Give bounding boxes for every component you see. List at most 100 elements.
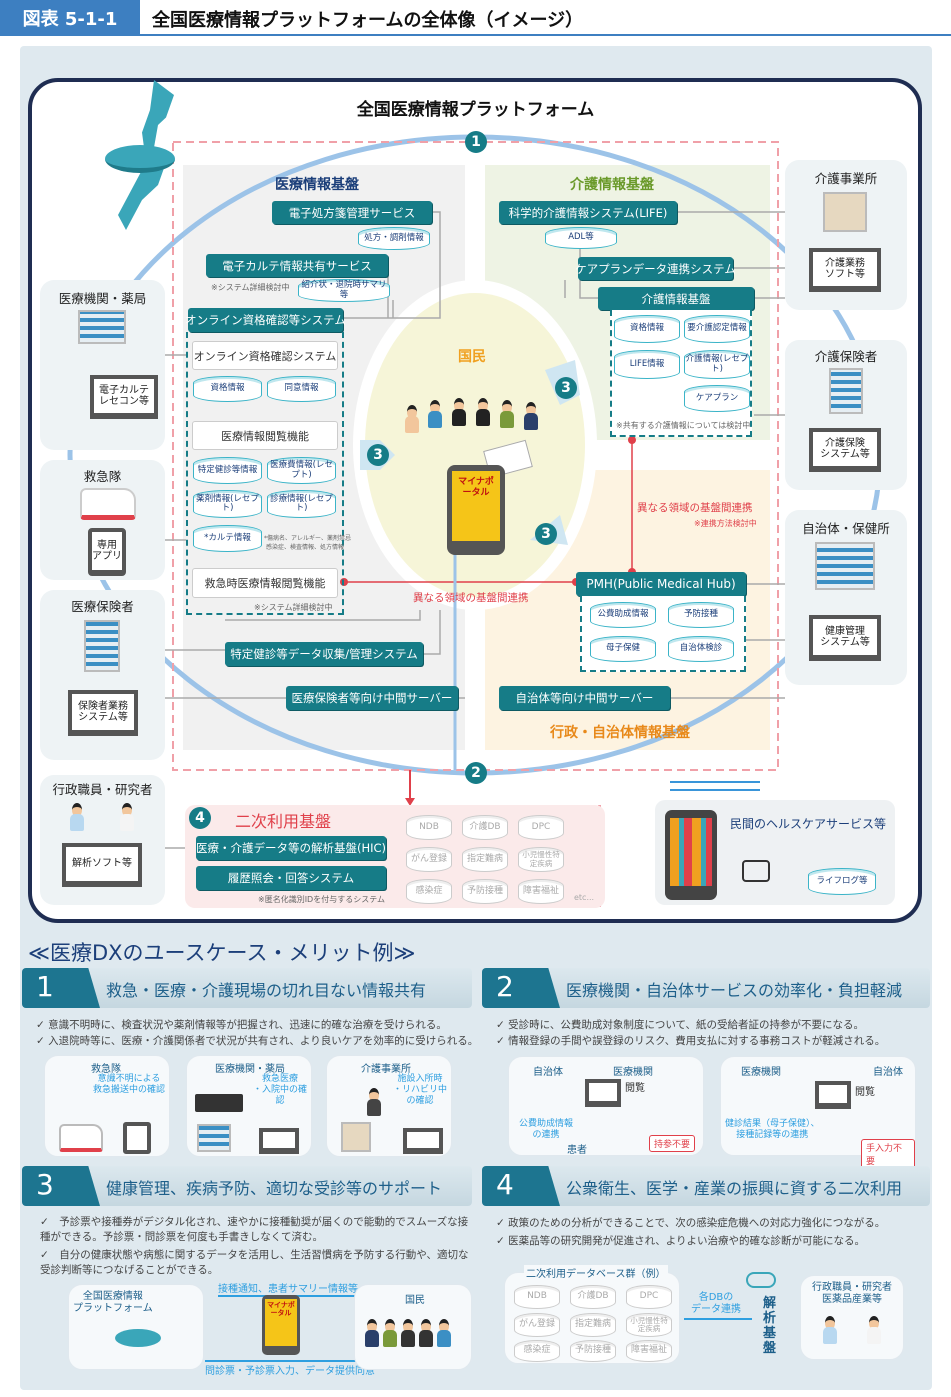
online-qualification-system: オンライン資格確認等システム (185, 308, 346, 332)
link-label-vertical: 異なる領域の基盤間連携 (637, 502, 753, 514)
db-clinical: 診療情報(レセプト) (267, 490, 336, 518)
db-care: 介護DB (462, 815, 508, 840)
number-4-badge: 4 (189, 807, 211, 829)
usecase-2-card-subsidy: 自治体医療機関閲覧公費助成情報 の連携患者持参不要 (508, 1056, 704, 1156)
care-facility-icon (823, 192, 867, 232)
entity-label: 行政職員・研究者 (52, 782, 153, 797)
card-text: 施設入所時 ・リハビリ中の確認 (392, 1074, 447, 1106)
citizen-icon (383, 1319, 397, 1347)
usecase-1-card-hospital: 医療機関・薬局救急医療 ・入院中の確認 (186, 1055, 312, 1157)
db-care-qualification: 資格情報 (614, 315, 680, 343)
card-label: 救急隊 (91, 1064, 121, 1075)
emergency-note: ※システム詳細検討中 (254, 603, 333, 612)
usecase-3-platform-card: 全国医療情報 プラットフォーム (68, 1284, 204, 1370)
flow-text: 公費助成情報 の連携 (519, 1119, 574, 1140)
pmh-system: PMH(Public Medical Hub) (576, 572, 746, 596)
db-vaccination: 予防接種 (570, 1340, 616, 1362)
platform-label: 全国医療情報 プラットフォーム (73, 1291, 153, 1314)
usecase-2-bullet: ✓ 情報登録の手間や誤登録のリスク、費用支払に対する事務コストが軽減される。 (496, 1035, 886, 1047)
db-adl: ADL等 (545, 227, 617, 249)
mynaportal-screen[interactable]: マイナポータル (452, 471, 500, 541)
db-infection: 感染症 (514, 1340, 560, 1362)
checkup-data-system: 特定健診等データ収集/管理システム (225, 642, 423, 666)
elderly-icon (367, 1088, 381, 1116)
online-check-box: オンライン資格確認システム (192, 341, 338, 370)
db-life: LIFE情報 (614, 350, 680, 379)
no-carry-badge: 持参不要 (649, 1135, 696, 1152)
db-dpc: DPC (626, 1285, 672, 1309)
entity-label: 医療機関・薬局 (58, 291, 147, 306)
usecase-4-bullet: ✓ 医薬品等の研究開発が促進され、よりよい治療や的確な診断が可能になる。 (496, 1235, 866, 1247)
entity-label: 自治体・保健所 (802, 521, 890, 536)
usecase-title: 健康管理、疾病予防、適切な受診等のサポート (106, 1179, 443, 1198)
usecase-1-bullet: ✓ 意識不明時に、検査状況や薬剤情報等が把握され、迅速に的確な治療を受けられる。 (36, 1019, 447, 1031)
life-system: 科学的介護情報システム(LIFE) (499, 201, 677, 224)
usecase-1-card-care: 介護事業所施設入所時 ・リハビリ中の確認 (326, 1055, 452, 1157)
private-title: 民間のヘルスケアサービス等 (730, 817, 887, 831)
citizens-label: 国民 (458, 349, 486, 365)
secondary-note: ※匿名化識別IDを付与するシステム (258, 895, 385, 904)
citizen-icon (405, 405, 419, 433)
entity-care-provider: 介護事業所 介護業務 ソフト等 (785, 160, 907, 310)
view-label: 閲覧 (625, 1083, 645, 1094)
number-2-badge: 2 (465, 762, 487, 784)
card-label: 医療機関・薬局 (215, 1064, 285, 1075)
card-label: 医療機関 (741, 1067, 781, 1078)
tablet-icon (123, 1122, 151, 1154)
db-subsidy: 公費助成情報 (590, 602, 656, 628)
db-intractable: 指定難病 (462, 847, 508, 872)
db-cancer: がん登録 (514, 1313, 560, 1337)
db-disability: 障害福祉 (518, 879, 564, 904)
page-title: 全国医療情報プラットフォームの全体像（イメージ） (152, 10, 584, 31)
history-system: 履歴照会・回答システム (196, 866, 386, 890)
insurer-middle-server: 医療保険者等向け中間サーバー (286, 686, 458, 710)
citizen-icon (524, 402, 538, 430)
care-insurer-laptop-icon: 介護保険 システム等 (809, 428, 881, 472)
ambulance-icon (59, 1124, 103, 1152)
official-icon (823, 1316, 837, 1344)
ehr-share-service: 電子カルテ情報共有サービス (206, 254, 388, 277)
header-rule (140, 34, 951, 36)
entity-ambulance: 救急隊 専用 アプリ (40, 460, 165, 580)
no-manual-badge: 手入力不要 (861, 1139, 915, 1169)
ambulance-icon (80, 488, 136, 520)
laptop-icon (259, 1128, 299, 1154)
care-base-title: 介護情報基盤 (570, 177, 654, 193)
db-cancer: がん登録 (406, 847, 452, 872)
hic-system: 医療・介護データ等の解析基盤(HIC) (196, 836, 386, 860)
health-laptop-icon: 健康管理 システム等 (809, 615, 881, 661)
db-karte: *カルテ情報 (193, 525, 262, 552)
online-system-group (186, 332, 344, 615)
citizen-icon (428, 400, 442, 428)
building-icon (829, 368, 863, 414)
citizen-icon (452, 398, 466, 426)
insurer-laptop-icon: 保険者業務 システム等 (68, 690, 138, 736)
usecase-2-bullet: ✓ 受診時に、公費助成対象制度について、紙の受給者証の持参が不要になる。 (496, 1019, 864, 1031)
wearable-icon (742, 860, 770, 882)
entity-researcher: 行政職員・研究者 解析ソフト等 (40, 775, 165, 905)
platform-hub-icon (115, 1329, 161, 1347)
db-intractable: 指定難病 (570, 1313, 616, 1337)
citizen-icon (401, 1319, 415, 1347)
hospital-icon (197, 1124, 231, 1152)
card-text: 意識不明による 救急搬送中の確認 (93, 1074, 166, 1095)
karte-note-1: *傷病名、アレルギー、薬剤禁忌 (264, 535, 351, 542)
careplan-system: ケアプランデータ連携システム (575, 257, 736, 280)
card-label: 自治体 (873, 1067, 903, 1078)
building-icon (84, 620, 120, 672)
usecase-title: 公衆衛生、医学・産業の振興に資する二次利用 (566, 1179, 903, 1198)
entity-care-insurer: 介護保険者 介護保険 システム等 (785, 340, 907, 490)
card-label: 介護事業所 (361, 1064, 411, 1075)
entity-medical-institution: 医療機関・薬局 電子カルテ レセコン等 (40, 280, 165, 450)
card-label: 自治体 (533, 1067, 563, 1078)
entity-insurer: 医療保険者 保険者業務 システム等 (40, 590, 165, 760)
db-prescription: 処方・調剤情報 (358, 227, 430, 250)
entity-municipality: 自治体・保健所 健康管理 システム等 (785, 510, 907, 685)
usecase-title: 救急・医療・介護現場の切れ目ない情報共有 (106, 981, 427, 1000)
usecase-4-users-card: 行政職員・研究者 医薬品産業等 (800, 1275, 904, 1360)
usecase-number: 2 (482, 968, 560, 1008)
db-qualification: 資格情報 (193, 376, 262, 402)
